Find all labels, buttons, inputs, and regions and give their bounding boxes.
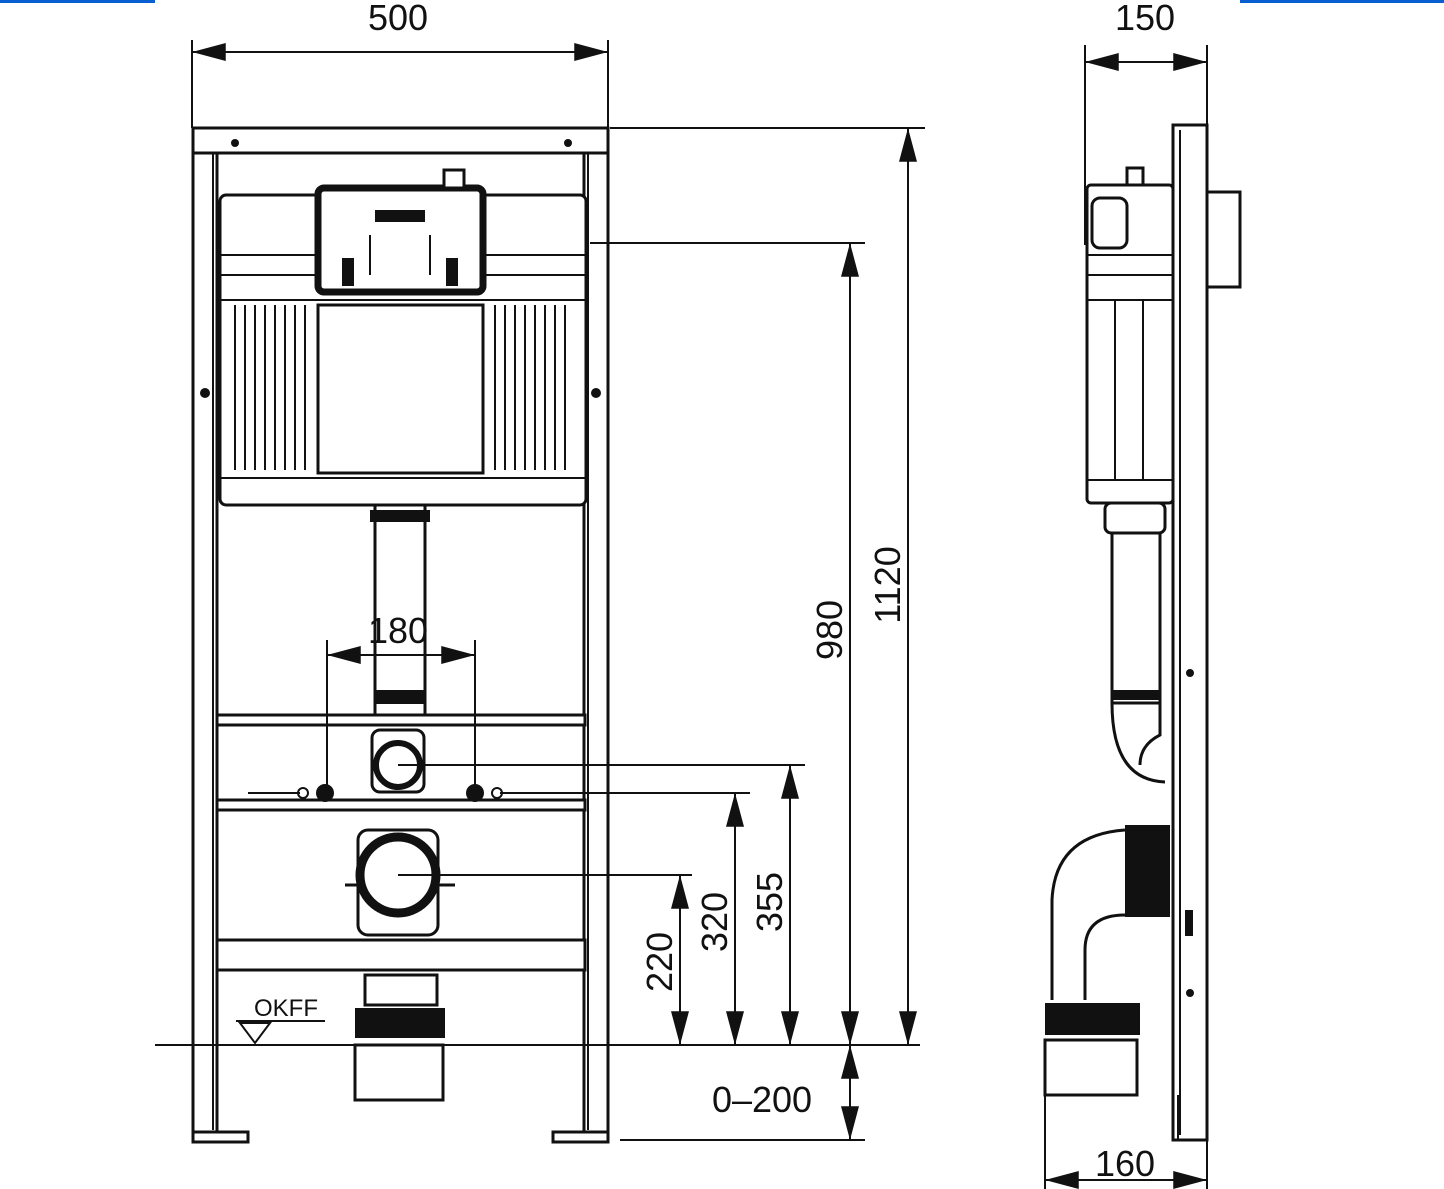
dimension-depth-top: 150: [1115, 0, 1175, 38]
accent-line-left: [0, 0, 155, 3]
dimension-bolt-height: 320: [694, 892, 735, 952]
dimension-outlet-height: 220: [639, 932, 680, 992]
side-view: [1043, 123, 1242, 1142]
dimension-width: 500: [368, 0, 428, 38]
front-view: [155, 126, 920, 1144]
dimension-total-height: 1120: [867, 546, 908, 623]
floor-level-label: OKFF: [254, 995, 318, 1022]
dimension-bolt-spacing: 180: [368, 610, 428, 651]
front-dimensions: [191, 40, 925, 1141]
accent-line-right: [1240, 0, 1444, 3]
dimension-leg-adjust: 0–200: [712, 1079, 812, 1120]
side-dimensions: [1044, 45, 1208, 1189]
dimension-inlet-height: 355: [749, 872, 790, 932]
dimension-actuator-height: 980: [809, 600, 850, 660]
dimension-depth-bottom: 160: [1095, 1143, 1155, 1184]
